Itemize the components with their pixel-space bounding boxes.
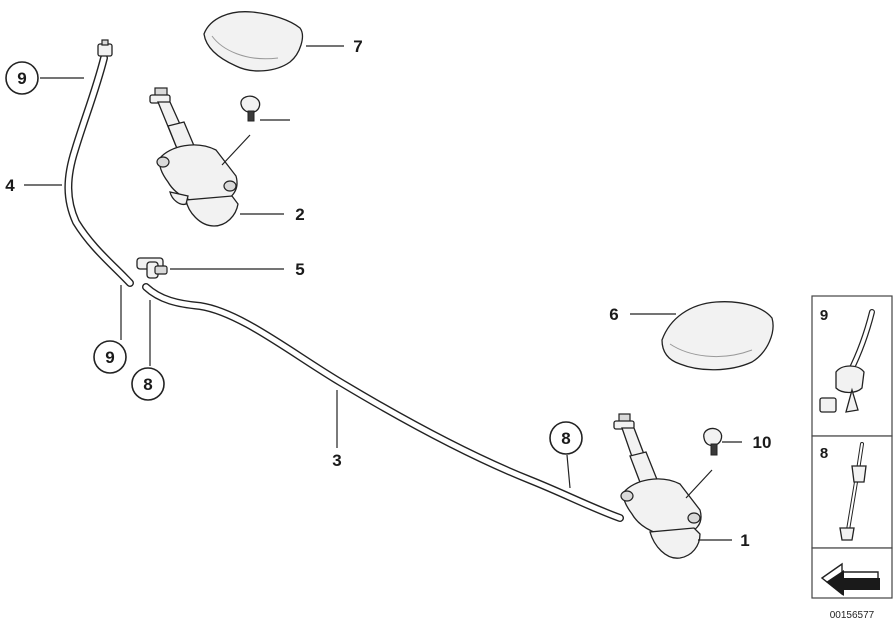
hose-3 [142,283,624,522]
cover-cap-part-7 [203,11,304,72]
callout-9-lower: 9 [93,340,127,374]
callout-2: 2 [295,205,304,224]
washer-jet-part-2 [149,87,239,227]
callout-10: 10 [753,433,772,452]
callout-4: 4 [5,176,15,195]
bolt-part-10 [703,427,723,456]
legend-item-8: 8 [820,442,867,541]
hose-clip-top [97,39,113,57]
callout-5: 5 [295,260,304,279]
callout-6: 6 [609,305,618,324]
legend-item-9: 9 [819,307,875,413]
svg-text:1: 1 [740,531,749,550]
bolt-upper [240,95,261,122]
cover-cap-part-6 [661,301,774,371]
t-connector-part-5 [136,257,168,279]
svg-text:8: 8 [561,429,570,448]
callout-3: 3 [332,451,341,470]
svg-text:8: 8 [820,445,828,462]
svg-text:7: 7 [353,37,362,56]
svg-text:6: 6 [609,305,618,324]
svg-text:9: 9 [820,307,828,324]
legend-panel: 9 8 00156577 [811,295,893,621]
svg-text:2: 2 [295,205,304,224]
svg-text:3: 3 [332,451,341,470]
svg-text:5: 5 [295,260,304,279]
svg-text:9: 9 [105,348,114,367]
svg-text:10: 10 [753,433,772,452]
arrow-icon [820,562,880,596]
hose-4 [64,54,134,287]
callout-1: 1 [740,531,749,550]
svg-text:9: 9 [17,69,26,88]
callout-8-right: 8 [549,421,583,455]
washer-jet-part-1 [613,413,702,559]
svg-text:4: 4 [5,176,15,195]
callout-8-lower-left: 8 [131,367,165,401]
callout-9-top: 9 [5,61,39,95]
callout-7: 7 [353,37,362,56]
leader-lines [24,45,742,541]
svg-text:8: 8 [143,375,152,394]
diagram-code: 00156577 [830,610,875,621]
